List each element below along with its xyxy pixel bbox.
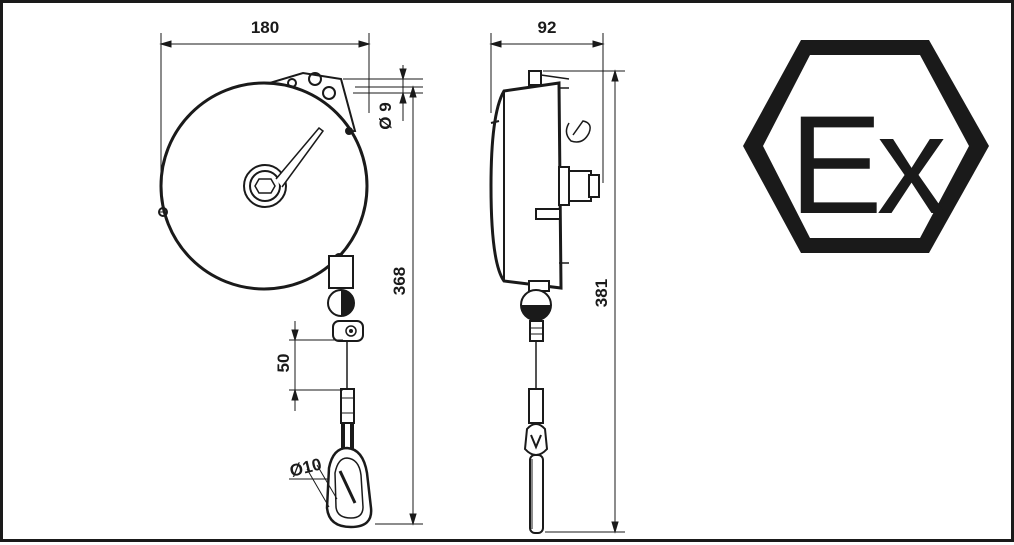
hook-diameter-label: Ø10 — [288, 455, 324, 481]
mount-hole-label: Ø 9 — [376, 102, 395, 129]
hub-nut — [254, 178, 276, 194]
drawing-svg: 180 92 Ø 9 368 381 50 Ø10 Ex — [158, 18, 989, 534]
side-shackle — [523, 423, 549, 456]
ex-hexagon-inner — [763, 55, 969, 238]
side-view — [489, 70, 600, 534]
front-height-label: 368 — [390, 267, 409, 295]
ex-mark-text: Ex — [789, 86, 945, 243]
cable-outlet — [328, 255, 354, 289]
cable-loop — [341, 423, 354, 449]
side-view-dimensions — [489, 33, 625, 534]
cable-ferrule — [340, 388, 355, 424]
side-depth-label: 92 — [538, 18, 557, 37]
mount-hole — [308, 72, 322, 86]
front-view-dimensions — [159, 33, 423, 526]
screw — [158, 207, 168, 217]
front-width-label: 180 — [251, 18, 279, 37]
side-cable-stop — [529, 320, 544, 342]
front-view — [158, 71, 373, 529]
top-bracket — [528, 70, 542, 86]
side-ferrule — [528, 388, 544, 424]
side-plate — [558, 166, 570, 206]
adjust-knob — [568, 170, 592, 202]
hook-clip — [565, 120, 591, 143]
screw — [345, 127, 353, 135]
tension-lever — [275, 126, 325, 188]
atex-ex-hexagon-icon: Ex — [743, 40, 989, 253]
cable-stop — [332, 320, 364, 342]
housing-side — [489, 81, 563, 290]
side-hook — [529, 454, 544, 534]
mount-hole — [322, 86, 336, 100]
drum-hub-inner — [249, 170, 281, 202]
side-height-label: 381 — [592, 279, 611, 307]
stroke-label: 50 — [274, 354, 293, 373]
drum-hub — [243, 164, 287, 208]
